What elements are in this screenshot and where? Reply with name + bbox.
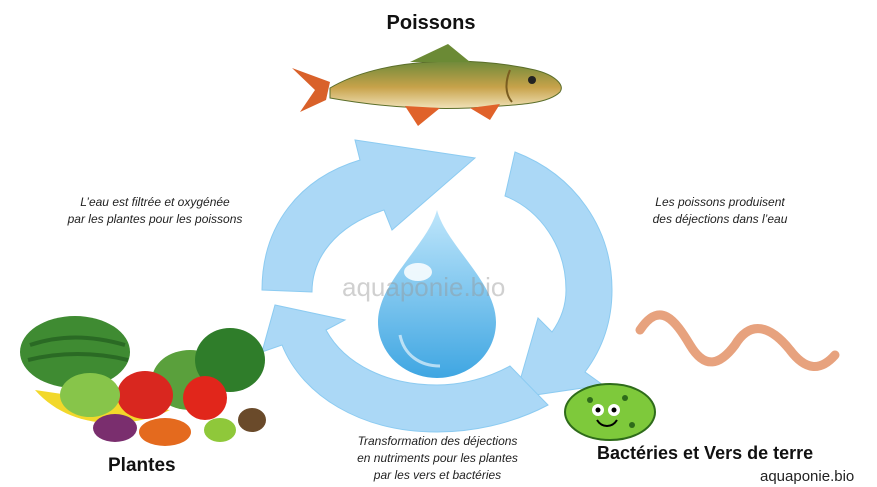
plants-title: Plantes <box>108 455 176 477</box>
worm-icon <box>640 315 835 367</box>
arrow-fish-to-bacteria <box>505 152 612 398</box>
note-left-line-2: par les plantes pour les poissons <box>40 211 270 228</box>
bacteria-icon <box>565 384 655 440</box>
watermark: aquaponie.bio <box>342 272 505 303</box>
fish-icon <box>292 44 561 126</box>
note-left: L’eau est filtrée et oxygénée par les pl… <box>40 194 270 228</box>
note-bottom: Transformation des déjections en nutrime… <box>330 433 545 484</box>
brand-label: aquaponie.bio <box>760 468 854 485</box>
note-right: Les poissons produisent des déjections d… <box>620 194 820 228</box>
note-bottom-line-2: en nutriments pour les plantes <box>330 450 545 467</box>
note-right-line-1: Les poissons produisent <box>620 194 820 211</box>
bacteria-worms-title: Bactéries et Vers de terre <box>597 443 813 464</box>
note-right-line-2: des déjections dans l’eau <box>620 211 820 228</box>
vegetables-icon <box>20 316 266 446</box>
note-bottom-line-1: Transformation des déjections <box>330 433 545 450</box>
note-bottom-line-3: par les vers et bactéries <box>330 467 545 484</box>
note-left-line-1: L’eau est filtrée et oxygénée <box>40 194 270 211</box>
fish-title: Poissons <box>356 12 506 35</box>
